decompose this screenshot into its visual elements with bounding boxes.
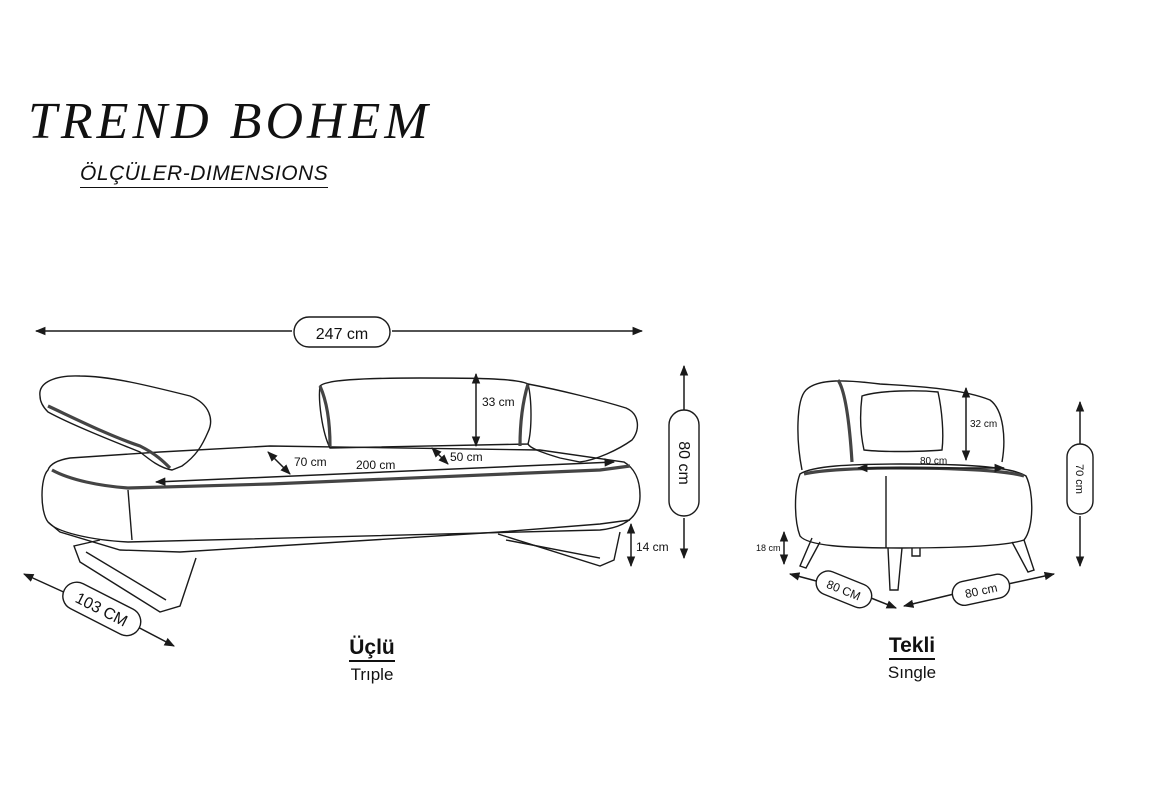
triple-name: Üçlü: [349, 636, 395, 662]
single-depth-pill: [815, 570, 873, 609]
triple-cushion-label: 50 cm: [450, 450, 483, 464]
page-subtitle: ÖLÇÜLER-DIMENSIONS: [80, 162, 329, 188]
sofa-back-seam-right: [518, 383, 530, 447]
single-width-label: 80 cm: [964, 581, 999, 601]
triple-seat-width-arrow: [154, 458, 616, 486]
sofa-armrest-right: [527, 383, 639, 463]
chair-back-seam: [836, 379, 854, 463]
triple-subname: Trıple: [350, 665, 394, 684]
triple-caption: Üçlü Trıple: [330, 636, 414, 685]
triple-leg-height-label: 14 cm: [636, 540, 669, 554]
sofa-seat: [41, 445, 641, 543]
triple-width-pill: [293, 316, 391, 348]
sofa-seat-seam: [51, 464, 631, 490]
triple-height-pill: [668, 409, 700, 517]
triple-depth-arrow-left: [23, 573, 69, 595]
single-width-arrow-left: [902, 593, 955, 608]
single-seat-width-label: 80 cm: [920, 456, 947, 467]
triple-cushion-arrow: [431, 447, 449, 465]
sofa-back-center: [318, 377, 532, 449]
page-title: TREND BOHEM: [28, 93, 432, 150]
sofa-back-seam-left: [318, 385, 332, 447]
single-height-pill: [1066, 443, 1094, 515]
triple-back-height-label: 33 cm: [482, 395, 515, 409]
chair-pillow: [859, 390, 944, 453]
chair-seat-seam: [803, 466, 1025, 478]
single-name: Tekli: [888, 634, 936, 660]
sofa-base: [47, 519, 631, 553]
chair-leg-back-left: [911, 548, 921, 557]
single-subname: Sıngle: [887, 663, 937, 682]
triple-sofa-drawing: [39, 375, 641, 613]
triple-height-label: 80 cm: [675, 441, 692, 485]
single-leg-height-label: 18 cm: [756, 543, 781, 553]
sofa-leg-left: [73, 539, 197, 613]
single-chair-drawing: [794, 379, 1035, 591]
sofa-seat-corner: [127, 489, 133, 541]
single-depth-arrow-left: [788, 572, 821, 583]
triple-seat-depth-label: 70 cm: [294, 455, 327, 469]
single-caption: Tekli Sıngle: [870, 634, 954, 683]
chair-leg-front-left: [799, 537, 821, 569]
chair-leg-back-right: [1011, 539, 1035, 573]
triple-depth-pill: [62, 581, 142, 637]
triple-width-label: 247 cm: [316, 326, 368, 343]
chair-leg-front-right: [887, 547, 903, 591]
sofa-armrest-left: [39, 375, 212, 471]
single-width-pill: [951, 573, 1011, 607]
chair-seat: [794, 463, 1033, 549]
single-height-label: 70 cm: [1073, 464, 1085, 494]
sofa-leg-right: [497, 531, 621, 567]
chair-back: [797, 380, 1005, 471]
single-width-arrow-right: [1007, 571, 1056, 585]
single-back-height-label: 32 cm: [970, 419, 997, 430]
triple-seat-width-label: 200 cm: [356, 458, 395, 472]
triple-seat-depth-arrow: [267, 451, 291, 475]
